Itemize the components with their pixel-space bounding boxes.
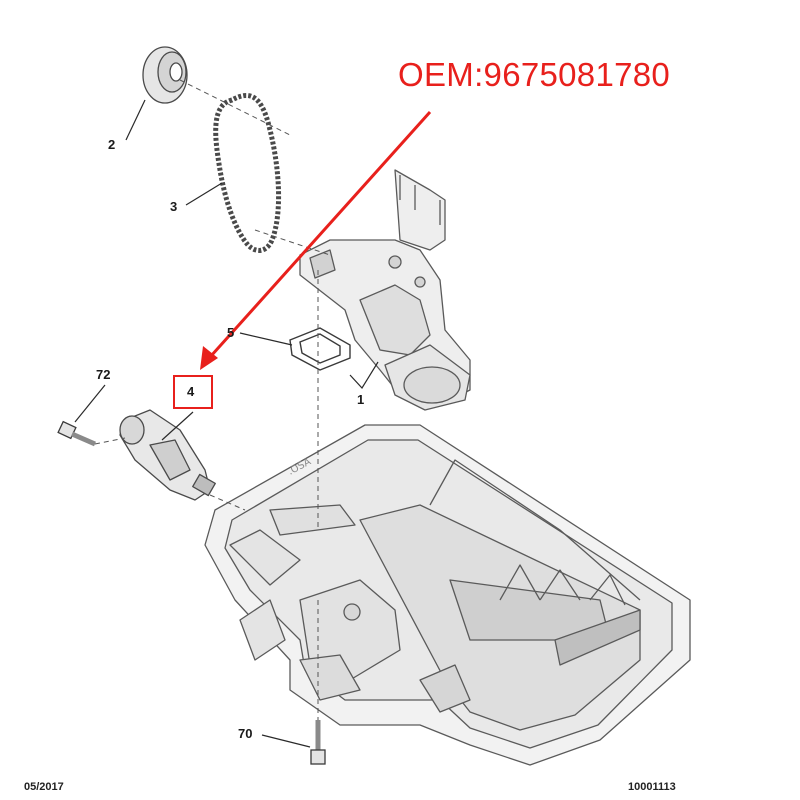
pump-gasket <box>289 327 351 371</box>
callout-leaders <box>74 99 379 748</box>
callout-72: 72 <box>96 367 111 382</box>
callout-2: 2 <box>108 137 116 152</box>
oem-number-note: OEM:9675081780 <box>398 56 671 93</box>
footer-date: 05/2017 <box>24 781 64 793</box>
callout-4: 4 <box>187 384 195 399</box>
bolt-70 <box>310 720 326 765</box>
callout-5: 5 <box>227 325 235 340</box>
crank-sprocket <box>142 46 188 104</box>
callout-1: 1 <box>357 392 365 407</box>
part-4-highlight-box <box>173 375 213 409</box>
timing-chain <box>213 93 282 253</box>
oil-pan: .OSA <box>204 424 691 766</box>
callout-3: 3 <box>170 199 178 214</box>
oil-pump <box>299 169 471 411</box>
oil-control-valve <box>119 409 216 501</box>
assembly-axis-lines <box>94 79 331 720</box>
footer-doc-number: 10001113 <box>628 781 676 793</box>
callout-70: 70 <box>238 726 253 741</box>
red-pointer-arrow <box>200 110 432 370</box>
bolt-72 <box>57 420 96 447</box>
